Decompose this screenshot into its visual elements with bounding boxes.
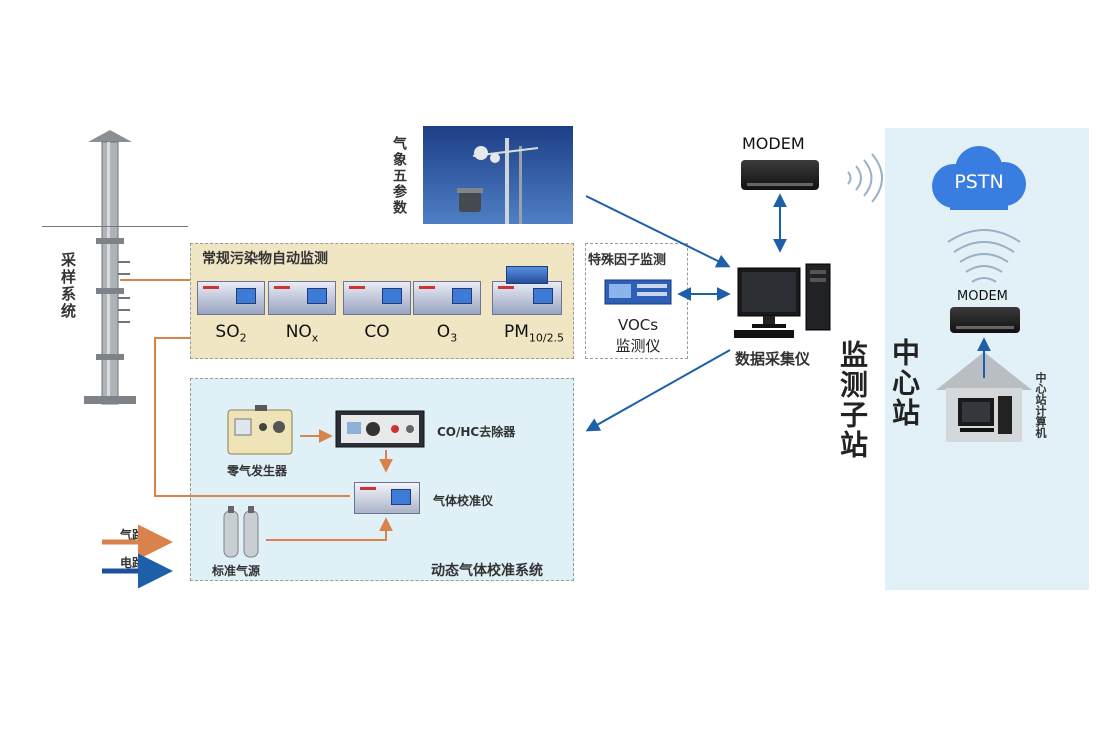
- sampling-system-label: 采样系统: [59, 252, 77, 320]
- sampling-tower: [80, 128, 140, 408]
- special-panel-title: 特殊因子监测: [588, 253, 667, 268]
- weather-station-photo: [423, 126, 573, 224]
- standard-gas-label: 标准气源: [212, 564, 261, 578]
- station-modem-icon: [741, 160, 819, 190]
- pstn-cloud-icon: [924, 140, 1034, 220]
- sampling-ground-line: [42, 226, 188, 227]
- center-station-label: 中心站: [888, 338, 921, 428]
- calib-panel-title: 动态气体校准系统: [431, 563, 543, 579]
- pm-inlet-icon: [506, 266, 548, 284]
- signal-lines: [585, 195, 731, 432]
- station-modem-label: MODEM: [742, 134, 805, 153]
- voc-label-line2: 监测仪: [615, 337, 661, 355]
- nox-label: NOx: [285, 322, 319, 345]
- wireless-waves-center: [947, 229, 1021, 283]
- center-computer-label: 中心站计算机: [1034, 372, 1047, 438]
- data-logger-computer-icon: [730, 262, 832, 342]
- zero-gas-label: 零气发生器: [227, 464, 288, 478]
- nox-analyzer-icon: [268, 281, 336, 315]
- so2-label: SO2: [215, 322, 247, 345]
- wireless-waves-station: [847, 153, 883, 203]
- o3-label: O3: [436, 322, 458, 345]
- gas-calibrator-icon: [354, 482, 420, 514]
- center-modem-label: MODEM: [957, 289, 1008, 304]
- voc-label-line1: VOCs: [617, 316, 659, 334]
- co-label: CO: [364, 322, 390, 342]
- co-hc-remover-label: CO/HC去除器: [437, 425, 516, 439]
- pstn-label: PSTN: [954, 171, 1004, 193]
- sub-station-label: 监测子站: [836, 340, 869, 460]
- gas-line-calibration-loop: [154, 337, 393, 541]
- voc-analyzer-icon: [603, 276, 673, 308]
- weather-params-label: 气象五参数: [391, 136, 407, 216]
- co-hc-remover-icon: [335, 410, 425, 448]
- so2-analyzer-icon: [197, 281, 265, 315]
- o3-analyzer-icon: [413, 281, 481, 315]
- center-computer-house-icon: [936, 348, 1032, 444]
- regular-panel-title: 常规污染物自动监测: [202, 251, 328, 267]
- center-modem-icon: [950, 307, 1020, 333]
- data-logger-label: 数据采集仪: [735, 350, 811, 368]
- gas-calibrator-label: 气体校准仪: [433, 494, 494, 508]
- pm-analyzer-icon: [492, 281, 562, 315]
- zero-gas-generator-icon: [227, 405, 293, 455]
- gas-cylinders-icon: [220, 505, 264, 559]
- pm-label: PM10/2.5: [503, 322, 565, 345]
- co-analyzer-icon: [343, 281, 411, 315]
